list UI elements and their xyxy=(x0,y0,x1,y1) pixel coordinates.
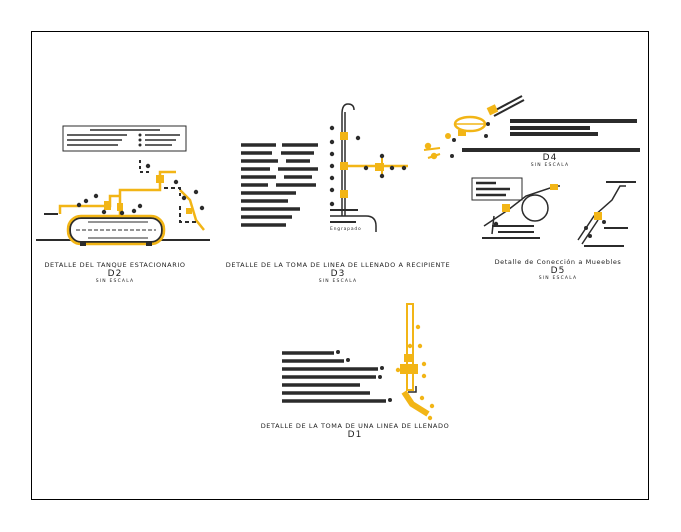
d5-hose-coil xyxy=(521,194,549,222)
d1-riser-pipe xyxy=(406,303,414,391)
detail-d5-scale: SIN ESCALA xyxy=(538,276,578,281)
detail-d5-drawing xyxy=(471,177,636,247)
detail-d3-title: DETALLE DE LA TOMA DE LINEA DE LLENADO A… xyxy=(225,261,451,269)
detail-d2-code: D2 xyxy=(107,269,123,279)
detail-d4-code: D4 xyxy=(542,153,558,163)
detail-d3-code: D3 xyxy=(330,269,346,279)
detail-d2-scale: SIN ESCALA xyxy=(95,279,135,284)
detail-d3-scale: SIN ESCALA xyxy=(318,279,358,284)
legend-box xyxy=(62,125,187,152)
detail-d3-caption: DETALLE DE LA TOMA DE LINEA DE LLENADO A… xyxy=(224,261,452,284)
d5-note-box xyxy=(471,177,523,201)
detail-d2-title: DETALLE DEL TANQUE ESTACIONARIO xyxy=(44,261,186,269)
detail-d5-title: Detalle de Conección a Mueebles xyxy=(494,258,622,266)
drawing-sheet xyxy=(31,31,649,500)
detail-d4-caption: D4 SIN ESCALA xyxy=(520,153,580,168)
detail-d2-caption: DETALLE DEL TANQUE ESTACIONARIO D2 SIN E… xyxy=(30,261,200,284)
detail-d5-code: D5 xyxy=(550,266,566,276)
detail-d3-drawing: Engrapado xyxy=(241,103,408,232)
detail-d1-drawing xyxy=(282,303,435,421)
detail-d5-caption: Detalle de Conección a Mueebles D5 SIN E… xyxy=(488,258,628,281)
detail-d1-caption: DETALLE DE LA TOMA DE UNA LINEA DE LLENA… xyxy=(255,422,455,440)
detail-d4-scale: SIN ESCALA xyxy=(530,163,570,168)
d1-elbow xyxy=(401,390,430,417)
d3-engrapado-label: Engrapado xyxy=(330,226,362,232)
detail-d1-title: DETALLE DE LA TOMA DE UNA LINEA DE LLENA… xyxy=(260,422,450,430)
tank-outline xyxy=(66,214,166,246)
detail-d2-drawing xyxy=(36,125,210,246)
detail-d4-drawing xyxy=(423,95,640,160)
detail-d1-code: D1 xyxy=(347,430,363,440)
